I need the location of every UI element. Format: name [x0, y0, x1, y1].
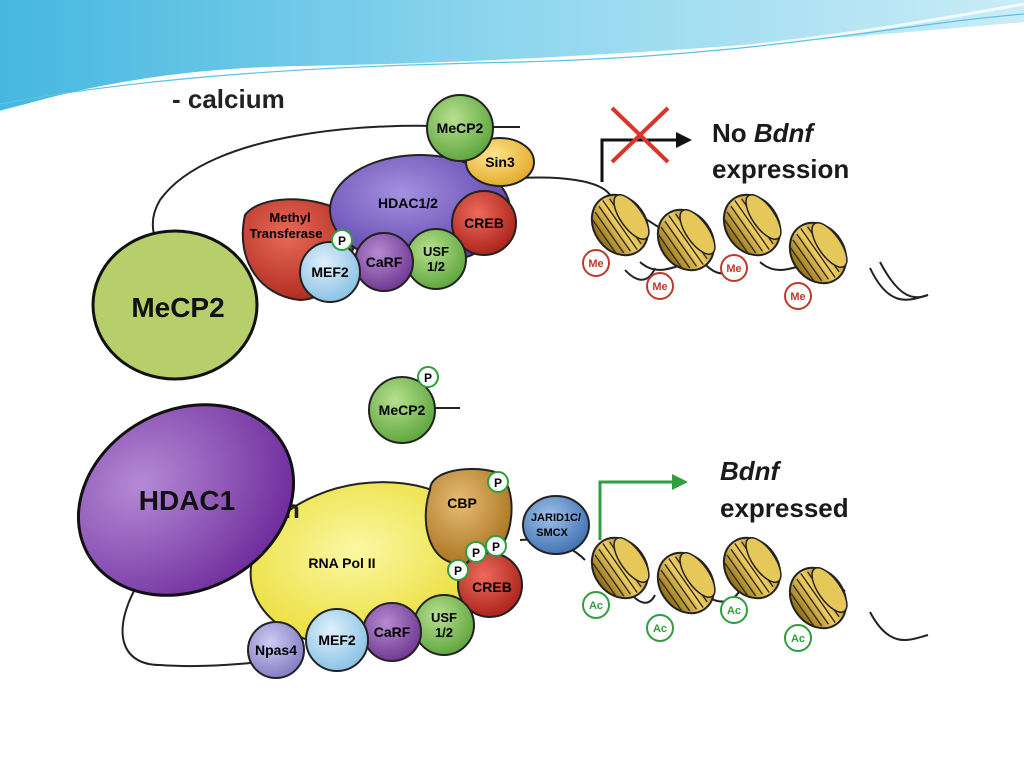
no-expression-cross-icon: [610, 106, 670, 164]
top-mecp2-label: MeCP2: [437, 120, 484, 136]
top-nucleosome-3: [722, 193, 782, 257]
bottom-complex: RNA Pol II CBP P JARID1C/ SMCX CREB P P …: [247, 468, 590, 679]
top-me-mark-4-label: Me: [790, 291, 805, 303]
bottom-ac-mark-3-label: Ac: [727, 605, 741, 617]
cbp-label: CBP: [447, 495, 477, 511]
bottom-mef2-shape: [305, 608, 369, 672]
bottom-mecp2-label: MeCP2: [379, 402, 426, 418]
bottom-nucleosome-3: [722, 536, 782, 600]
sin3-label: Sin3: [485, 154, 515, 170]
top-nucleosome-2: [656, 208, 716, 272]
top-me-mark-2-icon: [646, 272, 674, 300]
npas4-label: Npas4: [255, 642, 297, 658]
bottom-carf-label: CaRF: [374, 624, 411, 640]
creb-phospho-label-2: P: [472, 546, 480, 560]
mecp2-callout-label: MeCP2: [131, 292, 224, 323]
top-phospho-label: P: [338, 234, 346, 248]
methyl-label-1: Methyl: [269, 210, 310, 225]
jarid-label-1: JARID1C/: [531, 512, 581, 524]
mecp2-callout: MeCP2: [91, 229, 259, 381]
bottom-nucleosome-4: [788, 566, 848, 630]
bottom-mecp2-shape: [368, 376, 436, 444]
bottom-ac-mark-4-icon: [784, 624, 812, 652]
top-tss-arrow: [600, 132, 692, 182]
hdac1-callout: HDAC1: [76, 403, 296, 597]
top-condition-label: - calcium: [172, 84, 285, 114]
top-outcome-prefix: No: [712, 118, 754, 148]
top-me-mark-1-icon: [582, 249, 610, 277]
top-creb-shape: [451, 190, 517, 256]
top-outcome-gene: Bdnf: [754, 118, 816, 148]
bottom-ac-mark-4-label: Ac: [791, 633, 805, 645]
jarid-shape: [522, 495, 590, 555]
cbp-phospho-icon: [487, 471, 509, 493]
creb-phospho-icon-1: [447, 559, 469, 581]
cbp-phospho-label: P: [494, 476, 502, 490]
top-nucleosome-4: [788, 221, 848, 285]
bottom-ac-mark-1-icon: [582, 591, 610, 619]
top-mef2-shape: [299, 241, 361, 303]
bottom-ac-mark-2-icon: [646, 614, 674, 642]
methyl-label-2: Transferase: [250, 226, 323, 241]
bottom-outcome-line2: expressed: [720, 493, 849, 523]
top-outcome-line1: No Bdnf: [712, 118, 815, 148]
header-banner: [0, 0, 1024, 114]
creb-phospho-label-3: P: [492, 540, 500, 554]
creb-phospho-icon-2: [465, 541, 487, 563]
top-nucleosome-1: [590, 193, 650, 257]
hdac1-callout-label: HDAC1: [139, 485, 235, 516]
bottom-nucleosome-1: [590, 536, 650, 600]
bottom-usf-label-1: USF: [431, 610, 457, 625]
bottom-mecp2-phospho-icon: [417, 366, 439, 388]
top-usf-label-1: USF: [423, 244, 449, 259]
bottom-ac-mark-1-label: Ac: [589, 600, 603, 612]
top-me-mark-3-icon: [720, 254, 748, 282]
top-me-mark-2-label: Me: [652, 281, 667, 293]
creb-phospho-label-1: P: [454, 564, 462, 578]
top-carf-label: CaRF: [366, 254, 403, 270]
rnapol-label: RNA Pol II: [308, 555, 375, 571]
top-mecp2-shape: [426, 94, 494, 162]
bottom-ac-mark-2-label: Ac: [653, 623, 667, 635]
top-creb-label: CREB: [464, 215, 504, 231]
hdac-label: HDAC1/2: [378, 195, 438, 211]
creb-phospho-icon-3: [485, 535, 507, 557]
npas4-shape: [247, 621, 305, 679]
bottom-mecp2-phospho-label: P: [424, 371, 432, 385]
top-me-mark-1-label: Me: [588, 258, 603, 270]
bottom-mef2-label: MEF2: [318, 632, 356, 648]
top-me-mark-4-icon: [784, 282, 812, 310]
top-me-mark-3-label: Me: [726, 263, 741, 275]
top-outcome-line2: expression: [712, 154, 849, 184]
top-phospho-icon: [331, 229, 353, 251]
top-usf-label-2: 1/2: [427, 259, 445, 274]
bottom-usf-label-2: 1/2: [435, 625, 453, 640]
jarid-label-2: SMCX: [536, 527, 568, 539]
bottom-ac-mark-3-icon: [720, 596, 748, 624]
bottom-creb-label: CREB: [472, 579, 512, 595]
top-mef2-label: MEF2: [311, 264, 349, 280]
top-complex: Methyl Transferase HDAC1/2 Sin3 MeCP2 CR…: [241, 94, 535, 303]
bottom-tss-arrow: [598, 474, 688, 540]
bottom-nucleosome-2: [656, 551, 716, 615]
bottom-outcome-gene: Bdnf: [720, 456, 782, 486]
